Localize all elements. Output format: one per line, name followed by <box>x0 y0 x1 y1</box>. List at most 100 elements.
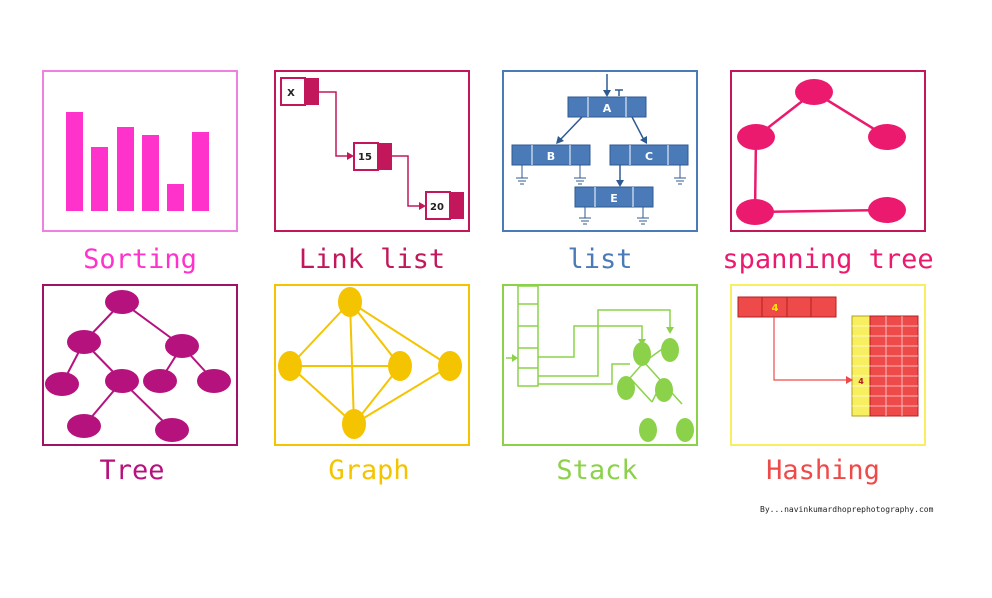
link-list-panel: X 15 20 <box>274 70 470 232</box>
stack-tree-node <box>633 342 651 366</box>
spanning-edge <box>754 208 888 214</box>
arrow-head <box>846 376 853 384</box>
arrow-head <box>603 90 611 97</box>
graph-caption: Graph <box>328 455 410 486</box>
stack-link <box>538 309 671 377</box>
list-node-label: E <box>610 192 618 205</box>
link-node-pointer <box>450 192 464 219</box>
link-list-caption: Link list <box>298 244 446 275</box>
graph-edge <box>349 301 355 425</box>
list-node-label: B <box>547 150 555 163</box>
tree-node <box>105 290 139 314</box>
graph-edge <box>349 301 451 367</box>
list-caption: list <box>567 244 633 275</box>
spanning-tree-caption: spanning tree <box>722 244 934 275</box>
sorting-bar <box>117 127 134 211</box>
sorting-panel <box>42 70 238 232</box>
stack-panel <box>502 284 698 446</box>
stack-tree-node <box>655 378 673 402</box>
sorting-bar <box>167 184 184 211</box>
arrow-head <box>347 152 354 160</box>
hashing-frame <box>730 284 926 446</box>
tree-diagram <box>42 284 238 446</box>
ground-icon <box>637 207 649 225</box>
arrow-head <box>616 180 624 187</box>
graph-node <box>438 351 462 381</box>
stack-frame <box>502 284 698 446</box>
spanning-node <box>736 199 774 225</box>
spanning-tree-diagram <box>730 70 926 232</box>
list-arrow <box>631 116 645 141</box>
arrow-head <box>640 136 647 144</box>
list-diagram: A B C E <box>502 70 698 232</box>
ground-icon <box>516 165 528 185</box>
tree-node <box>45 372 79 396</box>
stack-column <box>517 285 539 387</box>
sorting-bar <box>142 135 159 211</box>
tree-node <box>197 369 231 393</box>
list-node-label: C <box>645 150 653 163</box>
graph-node <box>388 351 412 381</box>
arrow-head <box>512 354 518 362</box>
tree-node <box>67 414 101 438</box>
stack-caption: Stack <box>556 455 638 486</box>
arrow-head <box>666 327 674 334</box>
spanning-node <box>868 124 906 150</box>
hashing-panel: 4 4 <box>730 284 926 446</box>
link-node-data <box>353 142 379 171</box>
graph-node <box>338 287 362 317</box>
graph-diagram <box>274 284 470 446</box>
link-list-frame <box>274 70 470 232</box>
tree-node <box>143 369 177 393</box>
list-frame <box>502 70 698 232</box>
spanning-tree-panel <box>730 70 926 232</box>
link-node-label: 15 <box>358 152 372 163</box>
spanning-tree-frame <box>730 70 926 232</box>
hashing-caption: Hashing <box>766 455 880 486</box>
tree-node <box>67 330 101 354</box>
stack-tree-node <box>676 418 694 442</box>
graph-edge <box>289 365 355 425</box>
sorting-bar <box>66 112 83 211</box>
arrow-head <box>419 202 426 210</box>
link-node-label: X <box>287 88 295 99</box>
tree-caption: Tree <box>99 455 165 486</box>
graph-node <box>278 351 302 381</box>
stack-link <box>538 363 630 385</box>
stack-link <box>538 325 643 358</box>
spanning-node <box>868 197 906 223</box>
tree-node <box>105 369 139 393</box>
arrow-head <box>556 136 564 144</box>
sorting-diagram <box>42 70 238 232</box>
link-node-label: 20 <box>430 202 444 213</box>
sorting-bar <box>91 147 108 211</box>
link-arrow <box>312 91 348 157</box>
graph-panel <box>274 284 470 446</box>
link-arrow <box>385 155 420 207</box>
hash-key-label: 4 <box>772 303 779 314</box>
tree-node <box>165 334 199 358</box>
hashing-diagram: 4 4 <box>730 284 926 446</box>
ground-icon <box>574 165 586 185</box>
graph-frame <box>274 284 470 446</box>
hash-arrow <box>773 317 848 381</box>
sorting-bar <box>192 132 209 211</box>
tree-panel <box>42 284 238 446</box>
credit-text: By...navinkumardhoprephotography.com <box>760 505 934 514</box>
spanning-node <box>795 79 833 105</box>
graph-edge <box>289 301 351 367</box>
list-panel: A B C E <box>502 70 698 232</box>
graph-edge <box>353 365 451 425</box>
sorting-caption: Sorting <box>83 244 197 275</box>
spanning-node <box>737 124 775 150</box>
sorting-frame <box>42 70 238 232</box>
ground-icon <box>674 165 686 185</box>
list-arrow <box>559 116 583 141</box>
stack-tree-node <box>661 338 679 362</box>
link-list-diagram: X 15 20 <box>274 70 470 232</box>
ground-icon <box>579 207 591 225</box>
list-node-label: A <box>603 102 612 115</box>
hash-slot-label: 4 <box>858 377 864 386</box>
stack-tree-node <box>617 376 635 400</box>
graph-node <box>342 409 366 439</box>
